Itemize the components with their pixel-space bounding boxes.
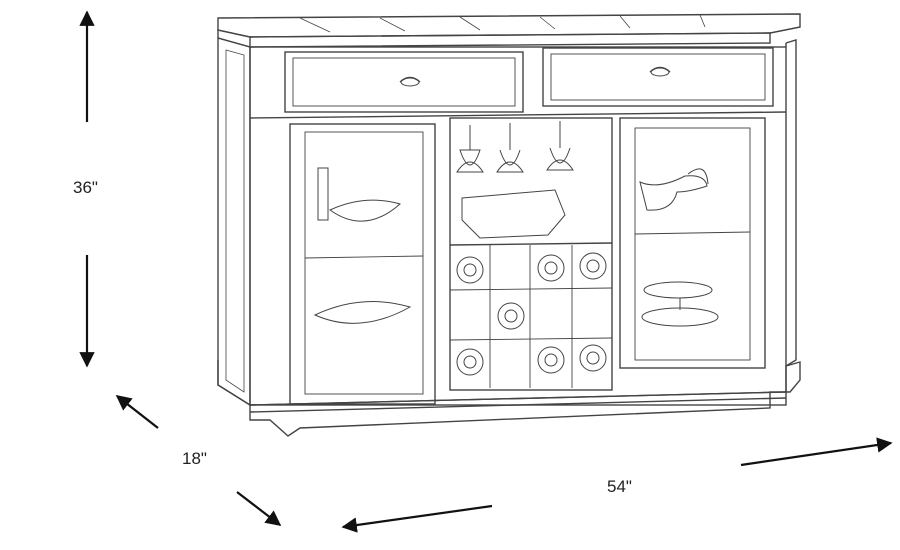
cabinet-side [217,37,251,407]
glass-door-left [289,123,436,405]
cabinet-front [249,46,787,406]
wine-bottles [456,252,607,376]
drawer-left [284,51,524,113]
glass-door-right [619,117,766,369]
serving-tray [461,189,566,239]
center-shelf-section [449,117,613,391]
fruit-bowl-upper [329,199,402,222]
drawer-right [542,47,774,107]
width-arrow-left [341,504,493,533]
fruit-bowl-lower [313,301,412,324]
depth-arrow-front [236,491,282,526]
depth-label: 18" [182,449,207,468]
height-label: 36" [73,178,98,197]
hanging-glasses [456,121,574,173]
sideboard-cabinet [217,13,801,437]
width-label: 54" [607,477,632,496]
cake-stand [641,307,719,327]
width-arrows [341,437,893,533]
gravy-boat [639,175,708,211]
width-arrow-right [740,437,893,467]
wine-rack [449,245,613,388]
depth-arrow-back [115,395,159,429]
cabinet-base [217,360,801,437]
depth-arrows [115,395,282,526]
